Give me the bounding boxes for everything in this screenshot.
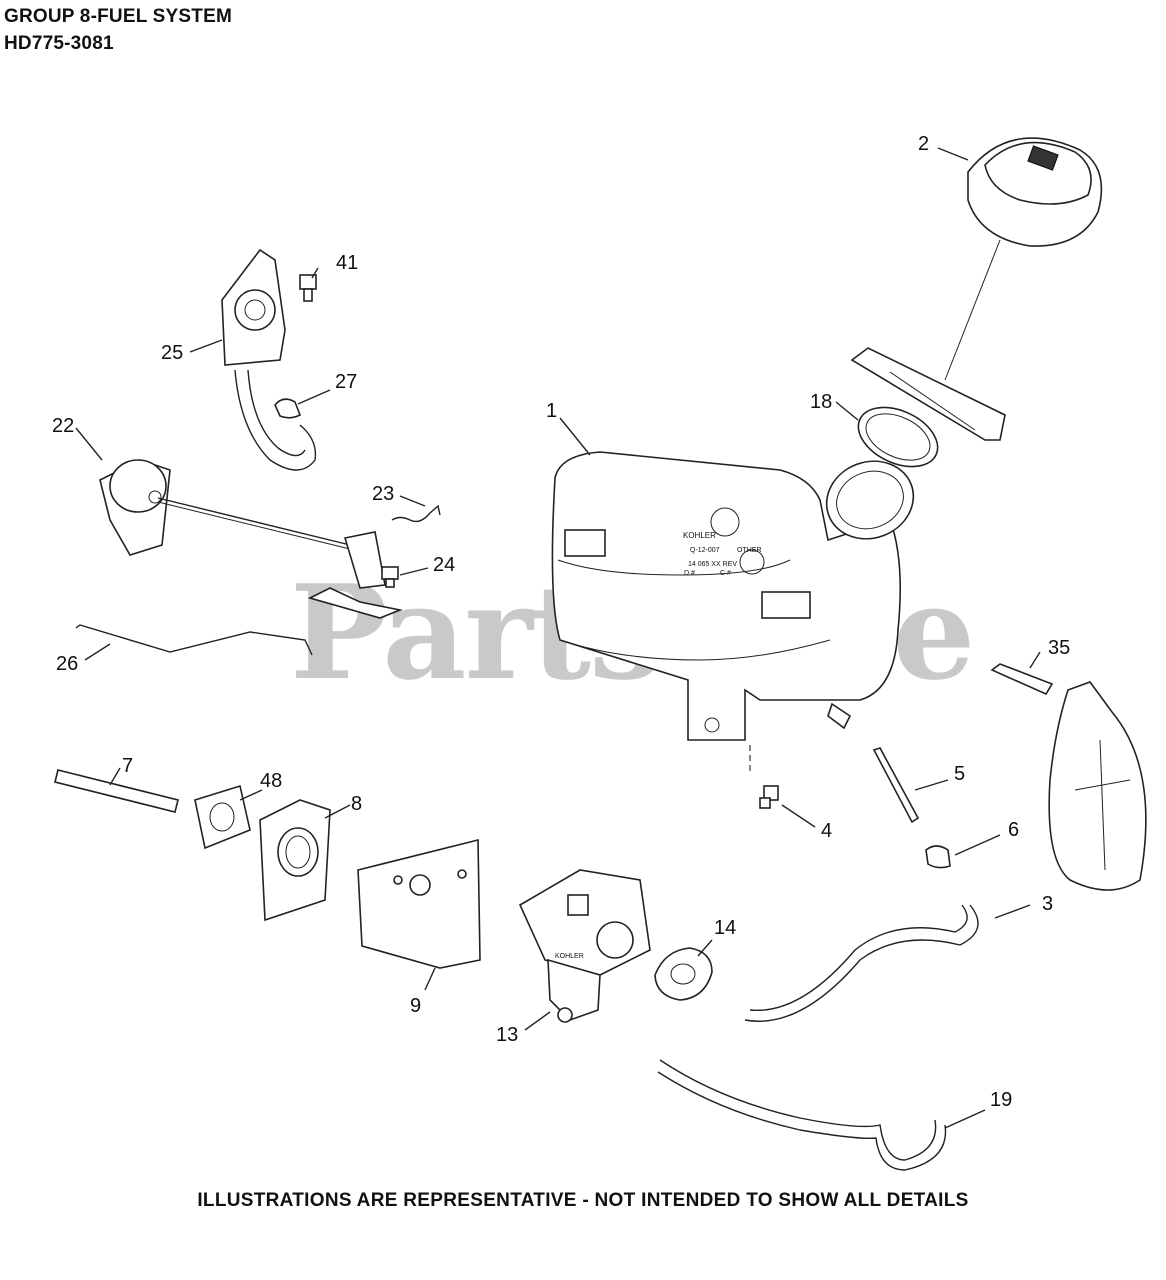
callout-9[interactable]: 9: [410, 995, 421, 1017]
part-spring-23[interactable]: [391, 504, 441, 523]
part-grommet-4[interactable]: [759, 785, 779, 809]
part-gasket-48[interactable]: [194, 784, 251, 850]
part-carb-gasket[interactable]: [654, 947, 713, 1001]
callout-24[interactable]: 24: [433, 554, 455, 576]
callout-6[interactable]: 6: [1008, 819, 1019, 841]
callout-leaders: [75, 147, 1041, 1129]
part-fuel-cap[interactable]: [944, 137, 1103, 381]
part-tank-bracket[interactable]: [1048, 681, 1147, 891]
callout-1[interactable]: 1: [546, 400, 557, 422]
part-fuel-line-3[interactable]: [744, 904, 979, 1022]
callout-23[interactable]: 23: [372, 483, 394, 505]
part-fitting-35[interactable]: [990, 663, 1054, 696]
callout-4[interactable]: 4: [821, 820, 832, 842]
part-choke-assembly[interactable]: [99, 459, 351, 556]
part-screw-41[interactable]: [299, 274, 317, 302]
part-screw-24[interactable]: [381, 566, 399, 588]
part-bolt-5[interactable]: [872, 747, 920, 824]
carb-brand-text: KOHLER: [555, 953, 584, 960]
callout-41[interactable]: 41: [336, 252, 358, 274]
part-stud-7[interactable]: [54, 769, 179, 813]
callout-labels: 1 2 3 4 5 6 7 8 9 13 14 18 19 22 23 24 2…: [52, 133, 1070, 1111]
callout-48[interactable]: 48: [260, 770, 282, 792]
part-fuel-tank[interactable]: KOHLER Q-12-007 14 065 XX REV D # C # OT…: [551, 449, 924, 741]
disclaimer-footer: ILLUSTRATIONS ARE REPRESENTATIVE - NOT I…: [197, 1190, 969, 1211]
callout-5[interactable]: 5: [954, 763, 965, 785]
part-carburetor[interactable]: KOHLER: [518, 869, 651, 1023]
tank-c-text: C #: [720, 570, 731, 577]
tank-rev-text: 14 065 XX REV: [688, 561, 737, 568]
part-heat-shield[interactable]: [357, 838, 481, 969]
callout-3[interactable]: 3: [1042, 893, 1053, 915]
callout-27[interactable]: 27: [335, 371, 357, 393]
part-fuel-pump[interactable]: [221, 248, 317, 471]
callout-13[interactable]: 13: [496, 1024, 518, 1046]
tank-brand-text: KOHLER: [683, 531, 716, 540]
callout-26[interactable]: 26: [56, 653, 78, 675]
callout-8[interactable]: 8: [351, 793, 362, 815]
callout-18[interactable]: 18: [810, 391, 832, 413]
tank-other-text: OTHER: [737, 547, 762, 554]
callout-7[interactable]: 7: [122, 755, 133, 777]
callout-22[interactable]: 22: [52, 415, 74, 437]
tank-d-text: D #: [684, 570, 695, 577]
callout-19[interactable]: 19: [990, 1089, 1012, 1111]
callout-25[interactable]: 25: [161, 342, 183, 364]
callout-35[interactable]: 35: [1048, 637, 1070, 659]
callout-14[interactable]: 14: [714, 917, 736, 939]
tank-code-text: Q-12-007: [690, 547, 720, 554]
diagram-model-number: HD775-3081: [4, 33, 114, 54]
part-clamp-6[interactable]: [925, 845, 951, 869]
part-hose-clamp-27[interactable]: [274, 398, 302, 419]
part-fuel-strainer[interactable]: [849, 347, 1006, 478]
part-governor-rod[interactable]: [75, 624, 313, 656]
diagram-group-title: GROUP 8-FUEL SYSTEM: [4, 6, 232, 27]
callout-2[interactable]: 2: [918, 133, 929, 155]
part-choke-bracket[interactable]: [307, 531, 403, 619]
part-fuel-line-19[interactable]: [657, 1059, 947, 1171]
part-intake-spacer[interactable]: [259, 799, 331, 922]
